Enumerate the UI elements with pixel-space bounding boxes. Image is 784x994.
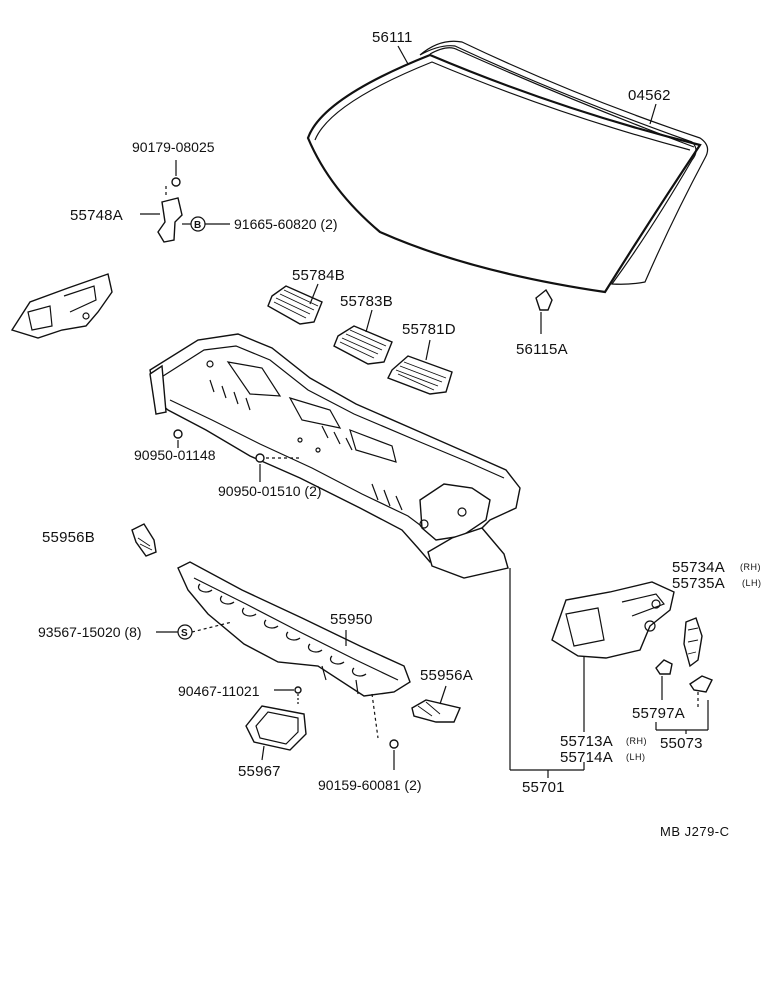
label-55783B: 55783B — [340, 293, 393, 310]
label-55701: 55701 — [522, 779, 565, 796]
label-55784B: 55784B — [292, 267, 345, 284]
louver-55784B — [267, 283, 323, 325]
label-90179-08025: 90179-08025 — [132, 139, 215, 155]
leaders-55073 — [655, 700, 709, 734]
cowl-louver-55950 — [177, 561, 411, 697]
label-90950-01148: 90950-01148 — [134, 447, 216, 463]
leader-56111 — [397, 45, 409, 65]
label-90950-01510: 90950-01510 (2) — [218, 483, 322, 499]
louver-55781D — [387, 339, 453, 395]
clip-90467-11021 — [274, 686, 302, 704]
label-56115A: 56115A — [516, 341, 568, 358]
label-56111: 56111 — [372, 29, 413, 46]
qualifier-rh-55734A: (RH) — [740, 562, 761, 572]
left-side-bracket — [10, 273, 113, 339]
label-91665-60820: 91665-60820 (2) — [234, 216, 338, 232]
bracket-55748A — [140, 160, 183, 243]
screw-90950-01148 — [173, 429, 183, 448]
leader-04562 — [649, 103, 657, 125]
label-55735A: 55735A — [672, 575, 725, 592]
clip-56115A — [535, 288, 553, 334]
seal-55956B — [131, 523, 157, 557]
bracket-55073 — [689, 675, 713, 710]
label-55956A: 55956A — [420, 667, 473, 684]
drawing-code: MB J279-C — [660, 824, 730, 839]
label-55734A: 55734A — [672, 559, 725, 576]
windshield-moulding — [419, 40, 709, 285]
label-55714A: 55714A — [560, 749, 613, 766]
cowl-panel — [149, 333, 521, 579]
b-marker: B — [182, 216, 230, 232]
label-55748A: 55748A — [70, 207, 123, 224]
seal-55956A — [411, 685, 461, 723]
qualifier-lh-55714A: (LH) — [626, 752, 646, 762]
side-panel-55713A — [551, 581, 675, 732]
louver-55783B — [333, 309, 393, 365]
label-93567-15020: 93567-15020 (8) — [38, 624, 142, 640]
label-55950: 55950 — [330, 611, 373, 628]
label-55781D: 55781D — [402, 321, 456, 338]
seal-55734A — [683, 617, 703, 668]
label-55073: 55073 — [660, 735, 703, 752]
b-marker-text: B — [194, 220, 201, 231]
leaders-55701 — [509, 568, 585, 778]
qualifier-rh-55713A: (RH) — [626, 736, 647, 746]
label-55956B: 55956B — [42, 529, 95, 546]
screw-90950-01510 — [255, 453, 302, 482]
bolt-90159-60081 — [371, 693, 399, 770]
label-90467-11021: 90467-11021 — [178, 683, 260, 699]
s-marker-text: S — [181, 628, 188, 639]
cover-55967 — [245, 705, 307, 761]
label-55797A: 55797A — [632, 705, 685, 722]
qualifier-lh-55735A: (LH) — [742, 578, 762, 588]
windshield-glass — [306, 53, 702, 294]
label-90159-60081: 90159-60081 (2) — [318, 777, 422, 793]
label-04562: 04562 — [628, 87, 671, 104]
s-marker: S — [156, 621, 233, 640]
label-55713A: 55713A — [560, 733, 613, 750]
label-55967: 55967 — [238, 763, 281, 780]
bracket-55797A — [655, 659, 673, 700]
